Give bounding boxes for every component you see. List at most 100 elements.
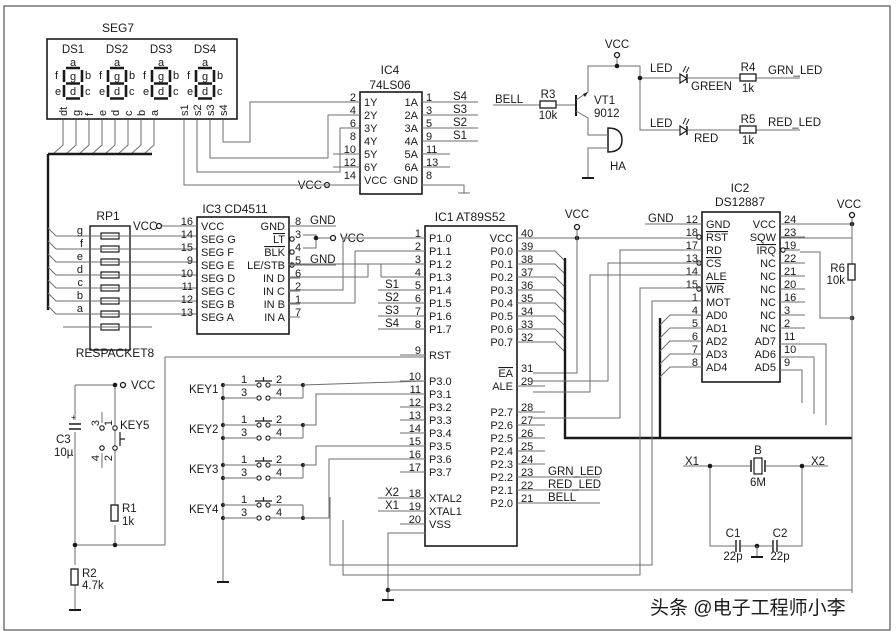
- pin-number: 12: [409, 397, 421, 409]
- seven-segment-digit-icon: [194, 66, 216, 100]
- segment-label: a: [114, 57, 121, 69]
- junction-dot: [72, 542, 78, 548]
- key5-pin: 1: [103, 420, 115, 426]
- segment-line-wire: [47, 279, 197, 289]
- segment-line-wire: [47, 253, 197, 263]
- c1-value: 22p: [723, 551, 742, 563]
- pin-name: P1.2: [429, 259, 452, 271]
- pin-number: 18: [686, 227, 698, 239]
- pin-number: 14: [344, 170, 356, 182]
- pin-name: 1A: [405, 97, 419, 109]
- pin-name: VSS: [429, 519, 451, 531]
- pin-number: 40: [521, 228, 533, 240]
- ic3-ref-part: IC3 CD4511: [202, 202, 267, 216]
- inversion-bubble: [696, 286, 702, 292]
- led-green-name: GREEN: [691, 81, 732, 93]
- pin-name: P3.5: [429, 441, 452, 453]
- key-pin: 4: [276, 387, 282, 399]
- net-s1-route: [183, 120, 330, 186]
- driver-vcc-label: VCC: [605, 39, 629, 51]
- led-green-icon: [679, 72, 689, 85]
- inversion-bubble: [289, 249, 295, 255]
- pin-name: P0.3: [490, 285, 513, 297]
- junction-dot: [799, 463, 805, 469]
- pin-name: GND: [706, 219, 731, 231]
- p0-bus-entry: [517, 276, 566, 288]
- pin-name: BLK: [264, 247, 285, 259]
- r1-resistor: [110, 504, 119, 522]
- key5-pin: 4: [90, 455, 102, 461]
- seg7-pin-wire: [143, 120, 155, 155]
- key-pin: 4: [276, 427, 282, 439]
- key-actuator-icon: [255, 377, 272, 382]
- pin-name: 4A: [405, 136, 419, 148]
- pin-name: AD2: [706, 336, 727, 348]
- net-label: RED_LED: [548, 479, 601, 491]
- key-pin: 2: [276, 374, 282, 386]
- pin-number: 8: [692, 357, 698, 369]
- key-to-mcu-wire: [303, 458, 425, 519]
- pin-name: NC: [760, 271, 776, 283]
- pin-number: 20: [784, 279, 796, 291]
- vt1-leads: [575, 65, 616, 136]
- r5-value: 1k: [742, 135, 754, 147]
- pin-name: 1Y: [364, 97, 378, 109]
- pin-number: 10: [784, 344, 796, 356]
- r5-resistor: [739, 125, 757, 134]
- segment-label: e: [55, 86, 61, 98]
- pin-number: 19: [784, 240, 796, 252]
- pin-name: P0.7: [490, 337, 513, 349]
- seg7-pin-wire: [52, 120, 64, 155]
- pin-number: 38: [521, 254, 533, 266]
- key-pin: 1: [241, 494, 247, 506]
- vt1-part: 9012: [594, 108, 620, 120]
- pin-name: XTAL1: [429, 506, 462, 518]
- key-actuator-icon: [255, 457, 272, 462]
- key5-contact: [99, 445, 105, 451]
- pin-number: 23: [521, 467, 533, 479]
- segment-label: g: [70, 71, 76, 83]
- pin-name: AD1: [706, 323, 727, 335]
- key-contact: [256, 475, 262, 481]
- pin-name: P1.3: [429, 272, 452, 284]
- r6-resistor: [847, 263, 856, 281]
- inversion-bubble: [696, 234, 702, 240]
- seg7-title: SEG7: [102, 21, 134, 35]
- seg7-pin-label: s1: [179, 104, 191, 116]
- r4-value: 1k: [742, 83, 754, 95]
- r2-resistor: [70, 568, 79, 586]
- pin-number: 23: [784, 227, 796, 239]
- segment-line-label: a: [77, 303, 84, 315]
- segment-line-wire: [47, 292, 197, 302]
- pin-number: 7: [692, 344, 698, 356]
- pin-name: GND: [394, 175, 419, 187]
- pin-number: 17: [686, 240, 698, 252]
- digit-label: DS4: [194, 44, 217, 56]
- key-label: KEY1: [189, 384, 218, 396]
- pin-name: P1.4: [429, 285, 452, 297]
- pin-name: P2.3: [490, 459, 513, 471]
- r3-resistor: [539, 100, 557, 109]
- segment-label: b: [173, 70, 179, 82]
- pin-number: 4: [415, 267, 421, 279]
- segment-label: g: [202, 71, 208, 83]
- key-pin: 2: [276, 414, 282, 426]
- seg7-pin-wire: [91, 120, 103, 155]
- key5-contact: [112, 425, 118, 431]
- pin-name: VCC: [753, 219, 776, 231]
- key-contact: [256, 395, 262, 401]
- c2-ref: C2: [773, 528, 788, 540]
- pin-name: P1.1: [429, 246, 452, 258]
- ic2-body: [701, 211, 781, 383]
- key-contact: [256, 382, 262, 388]
- key5-label: KEY5: [120, 420, 149, 432]
- p0-bus-entry: [517, 250, 566, 262]
- pin-name: NC: [760, 284, 776, 296]
- crystal-plates: [750, 460, 766, 472]
- pin-number: 22: [521, 480, 533, 492]
- watermark-bg: [645, 593, 885, 623]
- pin-name: P2.6: [490, 420, 513, 432]
- r2-value: 4.7k: [82, 580, 104, 592]
